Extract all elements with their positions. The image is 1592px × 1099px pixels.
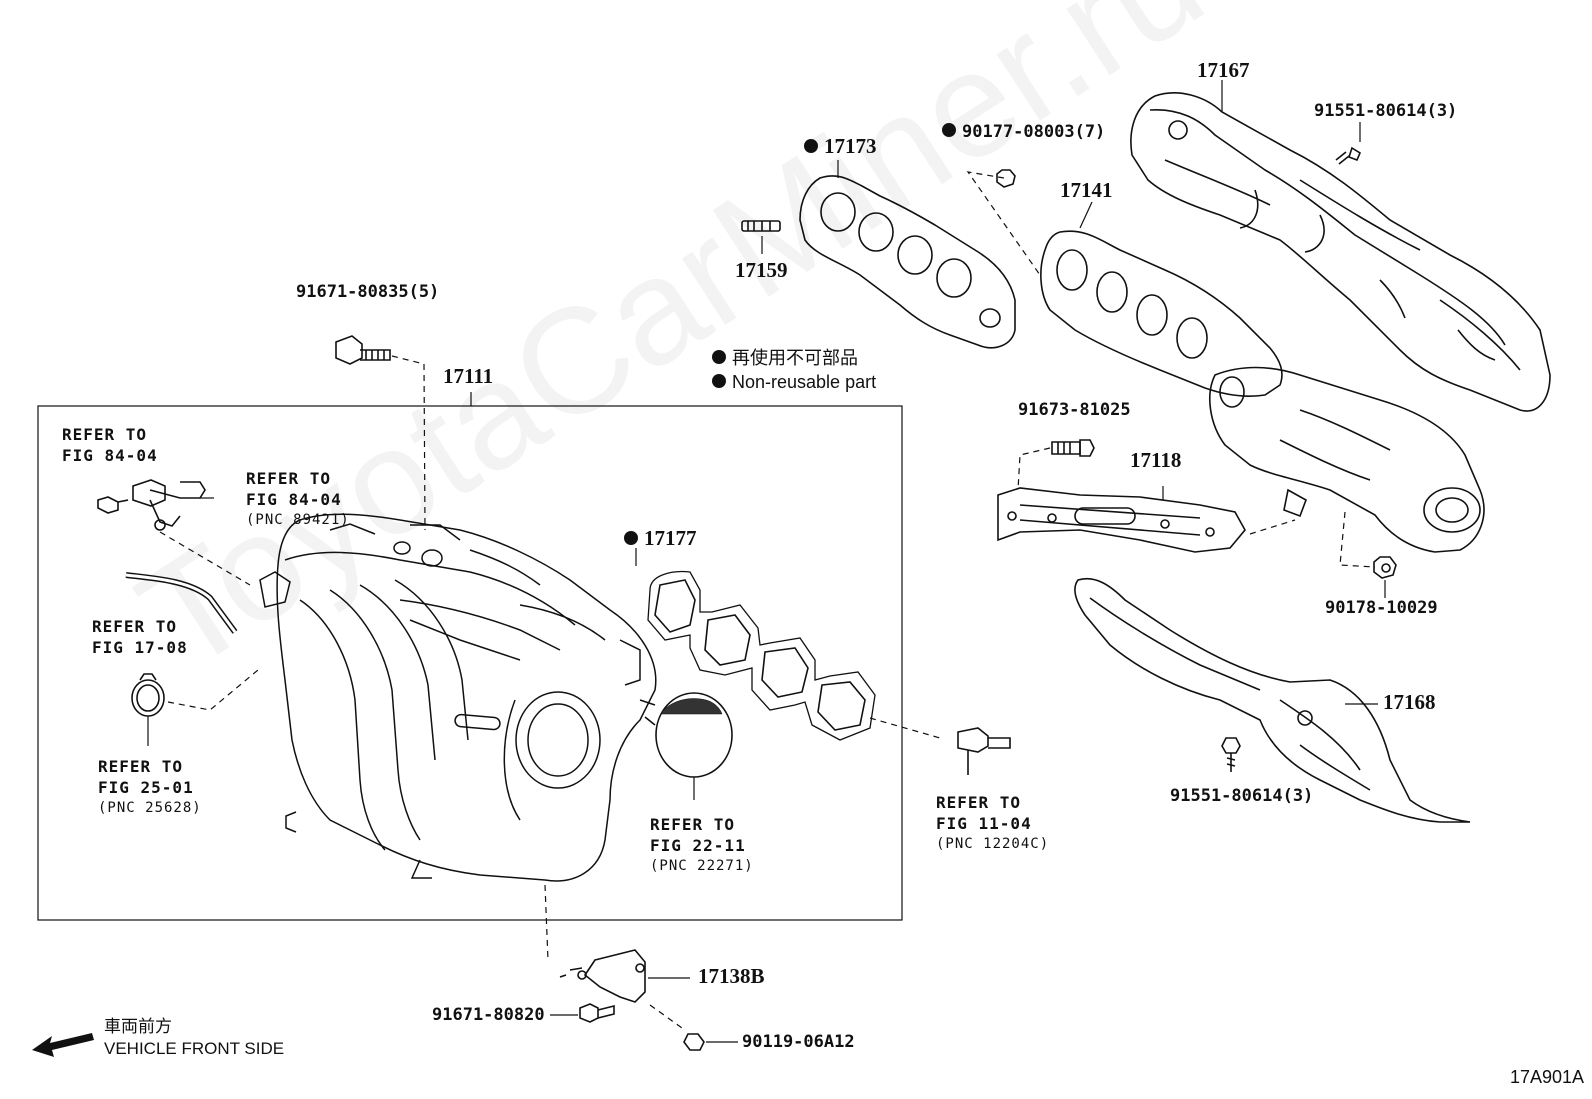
figure-id: 17A901A: [1510, 1067, 1585, 1087]
gasket-17177: [647, 570, 876, 741]
label-17168: 17168: [1383, 690, 1436, 714]
direction-jp: 車両前方: [104, 1017, 172, 1036]
hose-clamp: [131, 673, 165, 746]
label-91551-bottom: 91551-80614(3): [1170, 786, 1314, 806]
label-91671-80835: 91671-80835(5): [296, 282, 440, 302]
non-reusable-bullet-icon: [624, 531, 638, 546]
refer-line: REFER TO: [246, 469, 332, 488]
non-reusable-bullet-icon: [804, 139, 818, 154]
bolt-91673: [1051, 439, 1095, 457]
label-17173: 17173: [804, 136, 877, 157]
nut-90177: [996, 169, 1016, 188]
refer-line: REFER TO: [92, 617, 178, 636]
bolt-91551-top: [1335, 146, 1362, 165]
refer-line: REFER TO: [98, 757, 184, 776]
exhaust-manifold-17141: [1040, 230, 1485, 553]
refer-line: FIG 17-08: [92, 638, 188, 657]
legend-en: Non-reusable part: [712, 370, 876, 394]
stay-17118: [997, 487, 1246, 553]
sensor-84-04: [97, 479, 206, 531]
non-reusable-bullet-icon: [712, 374, 726, 389]
label-91673: 91673-81025: [1018, 400, 1131, 420]
refer-fig-11-04: REFER TO FIG 11-04 (PNC 12204C): [936, 792, 1049, 855]
intake-manifold-17111: [259, 513, 657, 882]
refer-line: FIG 25-01: [98, 778, 194, 797]
label-17111: 17111: [443, 364, 494, 388]
label-90178: 90178-10029: [1325, 598, 1438, 618]
nut-90178: [1373, 556, 1397, 579]
legend-en-text: Non-reusable part: [732, 372, 877, 392]
label-90177: 90177-08003(7): [942, 122, 1106, 142]
label-17177-text: 17177: [644, 526, 697, 550]
bolt-90119: [683, 1033, 705, 1051]
refer-line: REFER TO: [650, 815, 736, 834]
refer-line: REFER TO: [62, 425, 148, 444]
refer-fig-25-01: REFER TO FIG 25-01 (PNC 25628): [98, 756, 202, 819]
gasket-17173: [799, 175, 1016, 349]
refer-fig-22-11: REFER TO FIG 22-11 (PNC 22271): [650, 814, 754, 877]
refer-pnc: (PNC 89421): [246, 512, 350, 528]
front-arrow-icon: [32, 1033, 94, 1057]
throttle-gasket: [644, 692, 733, 800]
refer-line: FIG 84-04: [62, 446, 158, 465]
label-17167: 17167: [1197, 58, 1250, 82]
hose: [125, 572, 238, 634]
non-reusable-bullet-icon: [712, 350, 726, 365]
label-91551-top: 91551-80614(3): [1314, 101, 1458, 121]
heat-insulator-17167: [1130, 92, 1551, 412]
refer-pnc: (PNC 25628): [98, 800, 202, 816]
refer-line: REFER TO: [936, 793, 1022, 812]
bolt-91551-bottom: [1221, 737, 1241, 772]
bolt-91671-80820: [579, 1003, 615, 1023]
direction-en: VEHICLE FRONT SIDE: [104, 1039, 285, 1058]
label-17118: 17118: [1130, 448, 1182, 472]
label-17177: 17177: [624, 528, 697, 549]
label-90119: 90119-06A12: [742, 1032, 855, 1052]
legend-jp-text: 再使用不可部品: [732, 348, 858, 368]
label-17159: 17159: [735, 258, 788, 282]
legend: 再使用不可部品 Non-reusable part: [712, 346, 876, 394]
label-17173-text: 17173: [824, 134, 877, 158]
bolt-91671-80835: [335, 335, 391, 365]
label-90177-text: 90177-08003(7): [962, 122, 1106, 142]
label-17141: 17141: [1060, 178, 1113, 202]
label-91671-80820: 91671-80820: [432, 1005, 545, 1025]
stud-17159: [741, 220, 781, 232]
heat-insulator-17168: [1074, 578, 1471, 823]
refer-fig-17-08: REFER TO FIG 17-08: [92, 616, 188, 658]
assembly-box-17111: [37, 405, 903, 921]
legend-jp: 再使用不可部品: [712, 346, 876, 370]
refer-line: FIG 11-04: [936, 814, 1032, 833]
bracket-17138B: [559, 949, 646, 1003]
refer-pnc: (PNC 12204C): [936, 836, 1050, 852]
refer-line: FIG 22-11: [650, 836, 746, 855]
label-17138B: 17138B: [698, 964, 765, 988]
non-reusable-bullet-icon: [942, 123, 956, 137]
sensor-plug: [957, 727, 1011, 775]
refer-pnc: (PNC 22271): [650, 858, 754, 874]
refer-fig-84-04-a: REFER TO FIG 84-04: [62, 424, 158, 466]
refer-line: FIG 84-04: [246, 490, 342, 509]
refer-fig-84-04-b: REFER TO FIG 84-04 (PNC 89421): [246, 468, 350, 531]
